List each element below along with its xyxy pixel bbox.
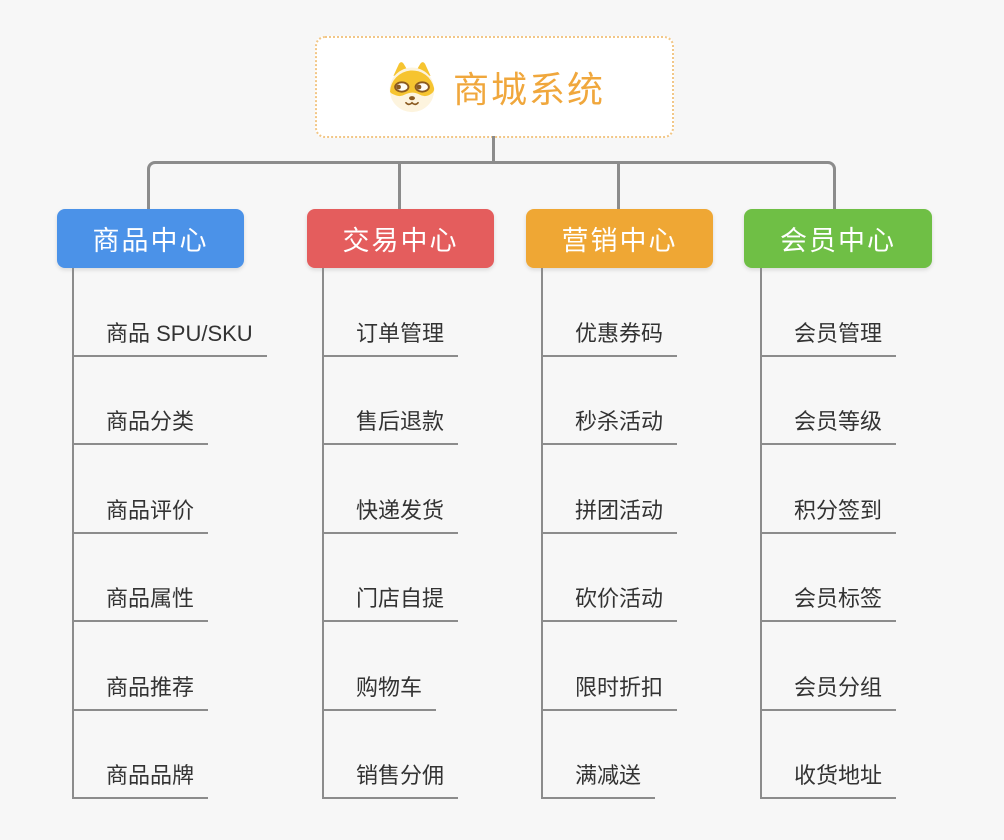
mindmap-item[interactable]: 订单管理 [324,316,459,357]
branch-header-member-center[interactable]: 会员中心 [744,209,932,268]
branch-items-member-center: 会员管理 会员等级 积分签到 会员标签 会员分组 收货地址 [760,268,1004,799]
mindmap-item[interactable]: 商品品牌 [74,758,209,799]
mindmap-item[interactable]: 拼团活动 [543,493,678,534]
branch-items-product-center: 商品 SPU/SKU 商品分类 商品评价 商品属性 商品推荐 商品品牌 [72,268,324,799]
root-title: 商城系统 [452,69,605,110]
mindmap-item[interactable]: 销售分佣 [324,758,459,799]
mindmap-item[interactable]: 商品分类 [74,404,209,445]
mindmap-item[interactable]: 收货地址 [762,758,897,799]
mindmap-item[interactable]: 快递发货 [324,493,459,534]
mindmap-item[interactable]: 限时折扣 [543,670,678,711]
connector-root-drop [492,136,495,162]
connector-bus-line [147,161,836,209]
root-node[interactable]: 商城系统 [315,36,674,138]
mindmap-item[interactable]: 积分签到 [762,493,897,534]
mindmap-item[interactable]: 会员标签 [762,581,897,622]
mindmap-item[interactable]: 售后退款 [324,404,459,445]
branch-header-marketing-center[interactable]: 营销中心 [526,209,713,268]
branch-items-trade-center: 订单管理 售后退款 快递发货 门店自提 购物车 销售分佣 [322,268,574,799]
mindmap-item[interactable]: 商品推荐 [74,670,209,711]
shiba-dog-icon [384,61,440,113]
mindmap-item[interactable]: 商品属性 [74,581,209,622]
mindmap-item[interactable]: 会员分组 [762,670,897,711]
mindmap-item[interactable]: 门店自提 [324,581,459,622]
mindmap-item[interactable]: 满减送 [543,758,656,799]
branch-items-marketing-center: 优惠券码 秒杀活动 拼团活动 砍价活动 限时折扣 满减送 [541,268,793,799]
mindmap-item[interactable]: 商品 SPU/SKU [74,316,267,357]
mindmap-item[interactable]: 砍价活动 [543,581,678,622]
mindmap-item[interactable]: 会员管理 [762,316,897,357]
mindmap-item[interactable]: 购物车 [324,670,437,711]
mindmap-item[interactable]: 秒杀活动 [543,404,678,445]
branch-header-product-center[interactable]: 商品中心 [57,209,244,268]
connector-branch3-drop [617,163,620,209]
mindmap-item[interactable]: 会员等级 [762,404,897,445]
mindmap-item[interactable]: 商品评价 [74,493,209,534]
branch-header-trade-center[interactable]: 交易中心 [307,209,494,268]
connector-branch2-drop [398,163,401,209]
mindmap-item[interactable]: 优惠券码 [543,316,678,357]
